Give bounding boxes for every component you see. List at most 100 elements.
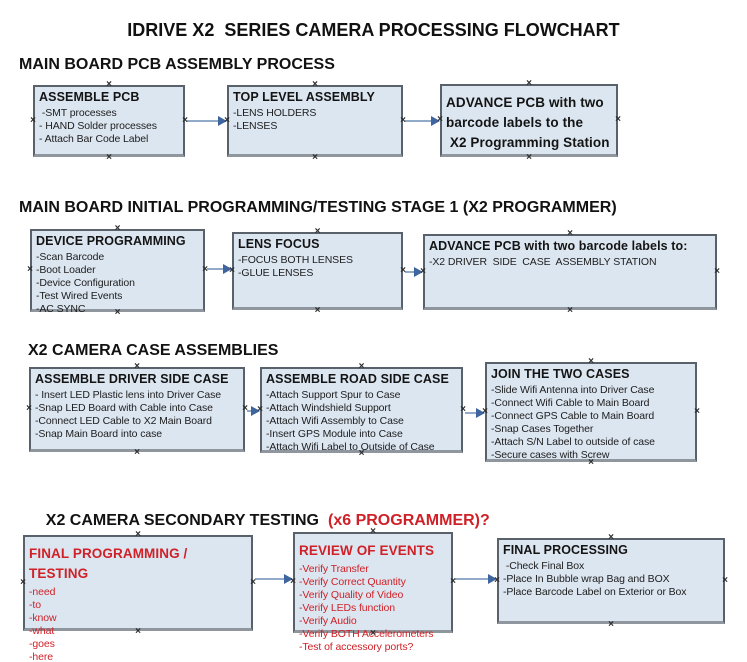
box-items: -LENS HOLDERS-LENSES bbox=[233, 107, 399, 133]
resize-handle-right[interactable]: × bbox=[450, 576, 456, 587]
resize-handle-right[interactable]: × bbox=[400, 264, 406, 276]
arrow-line bbox=[405, 120, 433, 122]
resize-handle-left[interactable]: × bbox=[290, 576, 296, 587]
box-item: - Attach Bar Code Label bbox=[39, 133, 149, 145]
resize-handle-right[interactable]: × bbox=[460, 403, 466, 415]
arrow-line bbox=[247, 410, 253, 412]
box-item: -Verify LEDs function bbox=[299, 602, 395, 614]
resize-handle-bottom[interactable]: × bbox=[526, 152, 532, 163]
section-heading-secondary-testing-text: X2 CAMERA SECONDARY TESTING bbox=[45, 512, 319, 529]
flow-box-review-of-events[interactable]: × × × × REVIEW OF EVENTS -Verify Transfe… bbox=[290, 527, 456, 654]
connector-arrow[interactable] bbox=[405, 267, 423, 277]
resize-handle-right[interactable]: × bbox=[250, 576, 256, 588]
flow-box-advance-pcb-programming-station[interactable]: × × × × ADVANCE PCB with two barcode lab… bbox=[437, 79, 621, 163]
resize-handle-left[interactable]: × bbox=[27, 264, 33, 275]
resize-handle-bottom[interactable]: × bbox=[114, 307, 121, 318]
resize-handle-left[interactable]: × bbox=[420, 265, 426, 277]
box-items: -need-to-know-what-goes-here bbox=[29, 586, 249, 662]
resize-handle-bottom[interactable]: × bbox=[588, 457, 594, 468]
arrow-line bbox=[207, 268, 225, 270]
resize-handle-left[interactable]: × bbox=[26, 403, 32, 414]
box-item: -to bbox=[29, 599, 41, 611]
resize-handle-left[interactable]: × bbox=[229, 264, 235, 276]
resize-handle-right[interactable]: × bbox=[694, 405, 700, 417]
resize-handle-top[interactable]: × bbox=[114, 223, 121, 234]
resize-handle-left[interactable]: × bbox=[482, 405, 488, 417]
box-item: -FOCUS BOTH LENSES bbox=[238, 254, 353, 266]
box-item: -LENSES bbox=[233, 120, 278, 132]
flow-box-lens-focus[interactable]: × × × × LENS FOCUS -FOCUS BOTH LENSES-GL… bbox=[229, 227, 406, 316]
box-item: -here bbox=[29, 651, 54, 662]
connector-arrow[interactable] bbox=[255, 574, 293, 584]
resize-handle-top[interactable]: × bbox=[134, 361, 140, 372]
resize-handle-top[interactable]: × bbox=[567, 228, 573, 239]
box-items: -Slide Wifi Antenna into Driver Case-Con… bbox=[491, 384, 693, 462]
box-item: -Attach Support Spur to Case bbox=[266, 389, 401, 401]
resize-handle-top[interactable]: × bbox=[135, 529, 141, 540]
arrow-head-icon bbox=[431, 116, 440, 126]
resize-handle-bottom[interactable]: × bbox=[567, 305, 573, 316]
arrow-line bbox=[187, 120, 220, 122]
flow-box-final-processing[interactable]: × × × × FINAL PROCESSING -Check Final Bo… bbox=[494, 533, 728, 630]
box-items: -Attach Support Spur to Case-Attach Wind… bbox=[266, 389, 459, 454]
connector-arrow[interactable] bbox=[465, 408, 485, 418]
box-item: -Connect Wifi Cable to Main Board bbox=[491, 397, 650, 409]
resize-handle-left[interactable]: × bbox=[437, 114, 443, 125]
box-item: -Place In Bubble wrap Bag and BOX bbox=[503, 573, 670, 585]
resize-handle-bottom[interactable]: × bbox=[106, 152, 112, 163]
resize-handle-bottom[interactable]: × bbox=[370, 628, 376, 639]
resize-handle-right[interactable]: × bbox=[242, 403, 248, 414]
box-title: FINAL PROCESSING bbox=[503, 543, 628, 557]
connector-arrow[interactable] bbox=[405, 116, 440, 126]
resize-handle-left[interactable]: × bbox=[224, 114, 230, 126]
section-heading-case-assemblies: X2 CAMERA CASE ASSEMBLIES bbox=[28, 342, 279, 359]
resize-handle-right[interactable]: × bbox=[202, 264, 208, 275]
resize-handle-right[interactable]: × bbox=[400, 114, 406, 126]
box-item: -Connect GPS Cable to Main Board bbox=[491, 410, 655, 422]
resize-handle-top[interactable]: × bbox=[312, 79, 318, 90]
resize-handle-bottom[interactable]: × bbox=[314, 305, 321, 316]
resize-handle-left[interactable]: × bbox=[20, 576, 26, 588]
connector-arrow[interactable] bbox=[247, 406, 260, 416]
resize-handle-right[interactable]: × bbox=[714, 265, 720, 277]
box-item: -Verify Correct Quantity bbox=[299, 576, 406, 588]
resize-handle-bottom[interactable]: × bbox=[135, 626, 141, 637]
resize-handle-bottom[interactable]: × bbox=[134, 447, 140, 458]
resize-handle-top[interactable]: × bbox=[106, 79, 112, 90]
flow-box-join-two-cases[interactable]: × × × × JOIN THE TWO CASES -Slide Wifi A… bbox=[482, 357, 700, 468]
arrow-head-icon bbox=[284, 574, 293, 584]
flow-box-final-programming-testing[interactable]: × × × × FINAL PROGRAMMING / TESTING -nee… bbox=[20, 530, 256, 662]
arrow-head-icon bbox=[476, 408, 485, 418]
flow-box-top-level-assembly[interactable]: × × × × TOP LEVEL ASSEMBLY -LENS HOLDERS… bbox=[224, 80, 406, 163]
box-title: DEVICE PROGRAMMING bbox=[36, 234, 186, 248]
resize-handle-left[interactable]: × bbox=[257, 403, 263, 415]
box-item: -Boot Loader bbox=[36, 264, 96, 276]
resize-handle-top[interactable]: × bbox=[370, 526, 376, 537]
connector-arrow[interactable] bbox=[455, 574, 497, 584]
flow-box-assemble-road-side-case[interactable]: × × × × ASSEMBLE ROAD SIDE CASE -Attach … bbox=[257, 362, 466, 459]
flow-box-advance-pcb-case-assembly[interactable]: × × × × ADVANCE PCB with two barcode lab… bbox=[420, 229, 720, 316]
box-item: -Attach S/N Label to outside of case bbox=[491, 436, 655, 448]
resize-handle-left[interactable]: × bbox=[30, 114, 36, 126]
connector-arrow[interactable] bbox=[207, 264, 232, 274]
connector-arrow[interactable] bbox=[187, 116, 227, 126]
resize-handle-bottom[interactable]: × bbox=[312, 152, 318, 163]
box-items: -X2 DRIVER SIDE CASE ASSEMBLY STATION bbox=[429, 256, 713, 269]
section-heading-pcb-assembly: MAIN BOARD PCB ASSEMBLY PROCESS bbox=[19, 56, 335, 73]
resize-handle-top[interactable]: × bbox=[358, 361, 365, 372]
resize-handle-top[interactable]: × bbox=[608, 532, 614, 543]
resize-handle-bottom[interactable]: × bbox=[608, 619, 614, 630]
flow-box-assemble-driver-side-case[interactable]: × × × × ASSEMBLE DRIVER SIDE CASE - Inse… bbox=[26, 362, 248, 458]
flow-box-assemble-pcb[interactable]: × × × × ASSEMBLE PCB -SMT processes- HAN… bbox=[30, 80, 188, 163]
resize-handle-right[interactable]: × bbox=[182, 114, 188, 126]
resize-handle-top[interactable]: × bbox=[588, 356, 594, 367]
resize-handle-right[interactable]: × bbox=[722, 574, 728, 586]
resize-handle-bottom[interactable]: × bbox=[358, 448, 365, 459]
resize-handle-top[interactable]: × bbox=[314, 226, 321, 237]
flow-box-device-programming[interactable]: × × × × DEVICE PROGRAMMING -Scan Barcode… bbox=[27, 224, 208, 318]
resize-handle-left[interactable]: × bbox=[494, 574, 500, 586]
resize-handle-top[interactable]: × bbox=[526, 78, 532, 89]
resize-handle-right[interactable]: × bbox=[615, 114, 621, 125]
box-item: -Attach Wifi Assembly to Case bbox=[266, 415, 404, 427]
